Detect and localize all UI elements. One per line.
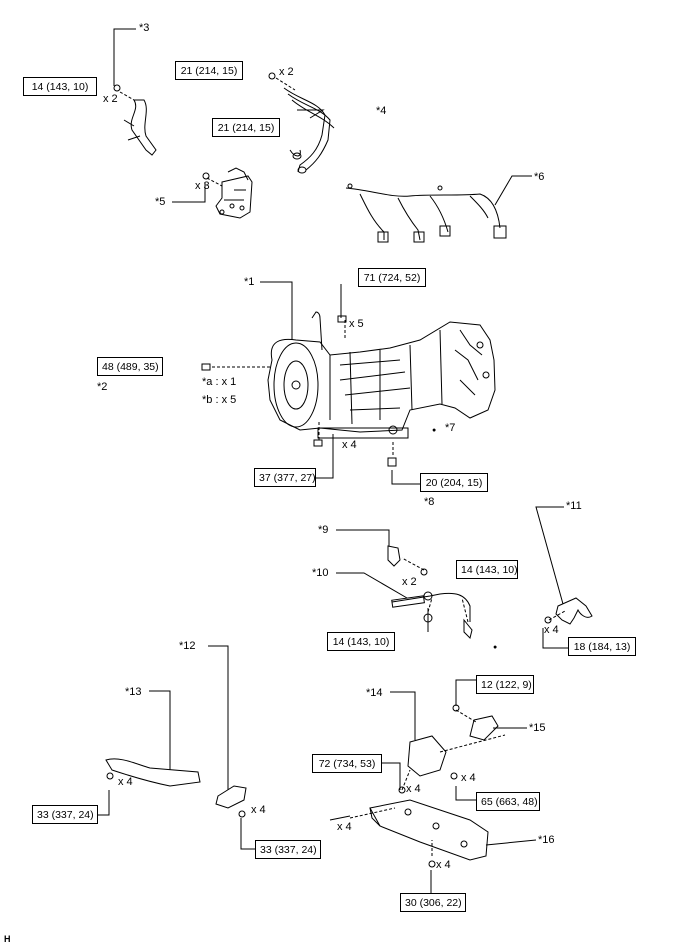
callout-2: *2 [97, 381, 108, 393]
torque-box-c10: 14 (143, 10) [327, 632, 395, 651]
callout-1: *1 [244, 276, 255, 288]
part-4-tubes [268, 72, 335, 174]
qty-c14a: x 4 [406, 783, 421, 795]
part-5-valve [202, 167, 253, 219]
torque-box-c14b: 65 (663, 48) [476, 792, 540, 811]
callout-3: *3 [139, 22, 150, 34]
leader-lines [84, 28, 568, 893]
qty-c1: x 5 [349, 318, 364, 330]
transmission-bolts [201, 315, 398, 467]
part-12-bracket [215, 785, 247, 818]
part-13-bracket [105, 758, 201, 787]
dot-10: ● [493, 644, 497, 651]
torque-box-c3: 14 (143, 10) [23, 77, 97, 96]
torque-box-c8: 20 (204, 15) [420, 473, 488, 492]
qty-c12: x 4 [251, 804, 266, 816]
callout-9: *9 [318, 524, 329, 536]
callout-14: *14 [366, 687, 383, 699]
figure-id: H [4, 934, 11, 944]
part-3-bracket [113, 84, 157, 156]
torque-box-pan: 37 (377, 27) [254, 468, 316, 487]
qty-c3: x 2 [103, 93, 118, 105]
qty-c5: x 3 [195, 180, 210, 192]
torque-box-c1: 71 (724, 52) [358, 268, 426, 287]
part-9-10-cable [387, 545, 473, 639]
qty-c16b: x 4 [436, 859, 451, 871]
qty-c4: x 2 [279, 66, 294, 78]
qty-pan: x 4 [342, 439, 357, 451]
callout-a: *a : x 1 [202, 376, 237, 388]
part-1-transmission [267, 311, 496, 439]
callout-8: *8 [424, 496, 435, 508]
callout-4: *4 [376, 105, 387, 117]
torque-box-c5: 21 (214, 15) [212, 118, 280, 137]
torque-box-c15: 12 (122, 9) [476, 675, 534, 694]
part-11-bracket [544, 597, 593, 625]
part-6-harness [345, 183, 507, 243]
callout-10: *10 [312, 567, 329, 579]
dot-7: ● [432, 427, 436, 434]
callout-7: *7 [445, 422, 456, 434]
torque-box-c14: 72 (734, 53) [312, 754, 382, 773]
callout-11: *11 [566, 500, 582, 512]
callout-6: *6 [534, 171, 545, 183]
torque-box-c9: 14 (143, 10) [456, 560, 518, 579]
qty-c13: x 4 [118, 776, 133, 788]
callout-b: *b : x 5 [202, 394, 237, 406]
callout-16: *16 [538, 834, 555, 846]
torque-box-c13: 33 (337, 24) [32, 805, 98, 824]
callout-12: *12 [179, 640, 196, 652]
callout-5: *5 [155, 196, 166, 208]
torque-box-c2: 48 (489, 35) [97, 357, 163, 376]
qty-c14b: x 4 [461, 772, 476, 784]
torque-box-c12: 33 (337, 24) [255, 840, 321, 859]
callout-15: *15 [529, 722, 546, 734]
torque-box-c16: 30 (306, 22) [400, 893, 466, 912]
dashed-guides [119, 77, 566, 856]
qty-c16a: x 4 [337, 821, 352, 833]
torque-box-c4: 21 (214, 15) [175, 61, 243, 80]
qty-c9: x 2 [402, 576, 417, 588]
qty-c11: x 4 [544, 624, 559, 636]
callout-13: *13 [125, 686, 142, 698]
part-14-16-mount [329, 704, 499, 868]
torque-box-c11: 18 (184, 13) [568, 637, 636, 656]
